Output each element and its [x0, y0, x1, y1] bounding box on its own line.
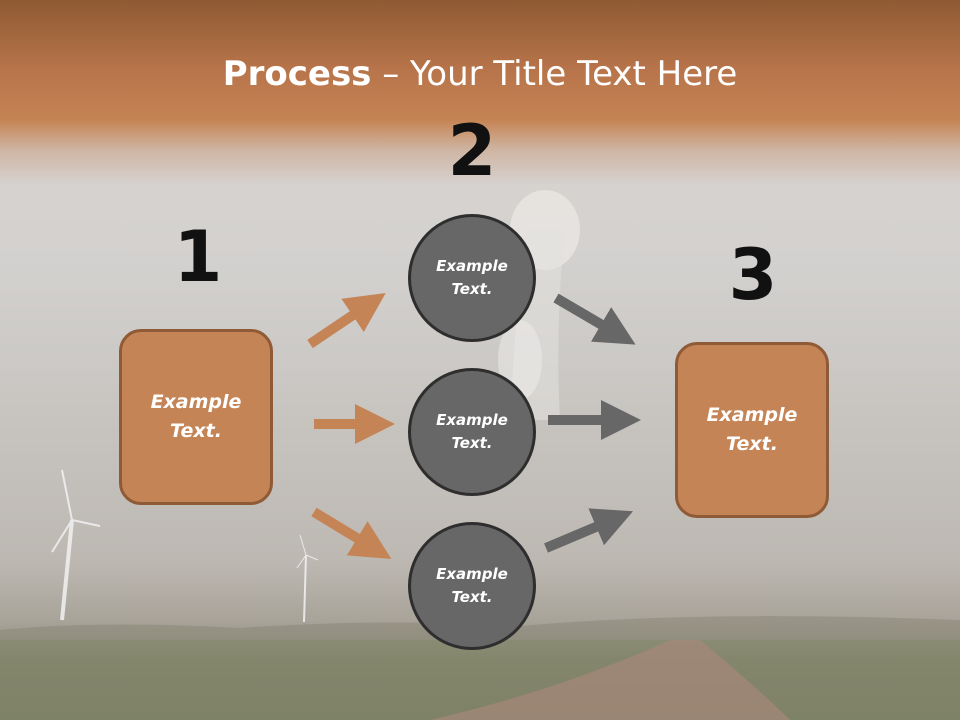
page-title: Process – Your Title Text Here: [0, 52, 960, 96]
step-2-label-middle: Example Text.: [436, 411, 508, 452]
step-2-label-top: Example Text.: [436, 257, 508, 298]
step-3-box: Example Text.: [675, 342, 829, 518]
title-rest: – Your Title Text Here: [371, 54, 738, 94]
step-1-number: 1: [173, 216, 223, 298]
step-2-circle-bottom: Example Text.: [408, 522, 536, 650]
arrow-1-to-2-bottom: [311, 507, 392, 559]
step-2-circle-top: Example Text.: [408, 214, 536, 342]
title-bold: Process: [222, 54, 372, 94]
arrow-2-top-to-3: [553, 293, 636, 345]
arrow-1-to-2-top: [307, 293, 386, 349]
step-2-number: 2: [447, 110, 497, 192]
step-2-circle-middle: Example Text.: [408, 368, 536, 496]
step-1-box: Example Text.: [119, 329, 273, 505]
step-3-label: Example Text.: [706, 404, 798, 455]
step-2-label-bottom: Example Text.: [436, 565, 508, 606]
arrow-2-bottom-to-3: [544, 508, 634, 553]
step-3-number: 3: [728, 234, 778, 316]
step-1-label: Example Text.: [150, 391, 242, 442]
